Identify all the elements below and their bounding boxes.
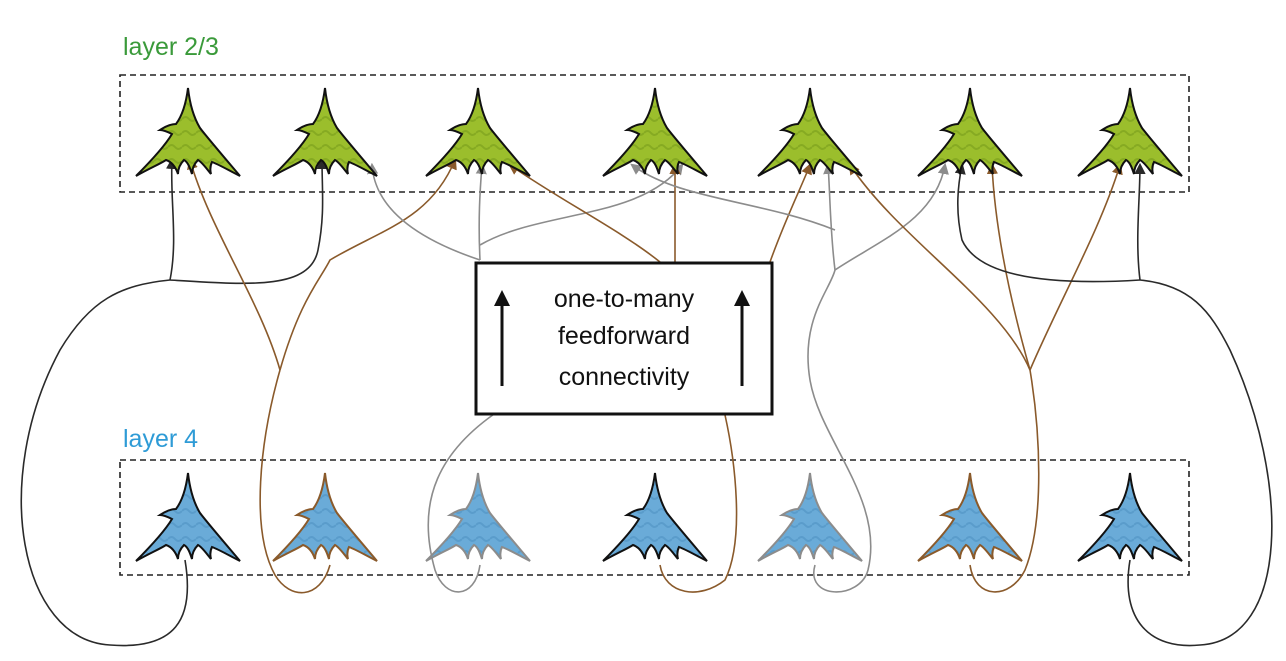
box-line-3: connectivity (559, 363, 690, 391)
box-line-1: one-to-many (554, 285, 695, 313)
connections (20, 157, 1273, 647)
axon-brown-6-branch-b (986, 162, 1031, 371)
layer-2-3-neuron-5 (757, 87, 863, 177)
axon-brown-6-branch-c (1029, 162, 1123, 371)
layer-4-neurons (135, 472, 1183, 562)
layer-4-neuron-5 (757, 472, 863, 562)
axon-brown-4 (659, 414, 738, 593)
axon-gray-3 (427, 409, 501, 593)
layer-2-3-boundary (119, 74, 1190, 193)
axon-brown-2-branch-a (187, 157, 281, 371)
axon-gray-5-branch-b (630, 163, 836, 231)
axon-black-right-branch-b (954, 162, 1141, 283)
axon-black-left-branch-a (165, 157, 178, 281)
axon-gray-3-branch-a (367, 162, 481, 261)
axon-black-right-branch-a (1134, 162, 1146, 281)
axon-brown-2 (259, 369, 331, 594)
axon-black-left-branch-b (169, 157, 328, 285)
layer-2-3-label: layer 2/3 (123, 33, 219, 61)
box-line-2: feedforward (558, 322, 690, 350)
layer-4-neuron-6 (917, 472, 1023, 562)
layer-2-3-neuron-7 (1077, 87, 1183, 177)
axon-brown-4-branch-c (769, 162, 812, 263)
up-arrow-icon (734, 290, 750, 386)
axon-black-left (20, 279, 189, 647)
axon-brown-4-branch-b (508, 163, 661, 263)
layer-2-3-neuron-6 (917, 87, 1023, 177)
axon-gray-5 (807, 269, 872, 593)
layer-2-3-neuron-4 (602, 87, 708, 177)
central-label-box: one-to-many feedforward connectivity (474, 261, 774, 416)
up-arrow-icon (494, 290, 510, 386)
axon-black-right (1127, 279, 1273, 647)
layer-2-3-neuron-3 (425, 87, 531, 177)
layer-2-3-neuron-2 (272, 87, 378, 177)
layer-4-neuron-3 (425, 472, 531, 562)
layer-4-neuron-1 (135, 472, 241, 562)
layer-4-label: layer 4 (123, 425, 198, 453)
axon-brown-2-branch-b (279, 157, 457, 371)
axon-gray-5-branch-a (823, 162, 836, 271)
axon-brown-6 (969, 369, 1040, 593)
layer-2-3-neuron-1 (135, 87, 241, 177)
axon-gray-3-branch-b (475, 162, 487, 261)
layer-2-3-neurons (135, 87, 1183, 177)
layer-4-neuron-2 (272, 472, 378, 562)
axon-gray-5-branch-c (834, 162, 949, 271)
axon-brown-6-branch-a (848, 163, 1031, 371)
layer-4-neuron-4 (602, 472, 708, 562)
layer-4-boundary (119, 459, 1190, 576)
layer-4-neuron-7 (1077, 472, 1183, 562)
